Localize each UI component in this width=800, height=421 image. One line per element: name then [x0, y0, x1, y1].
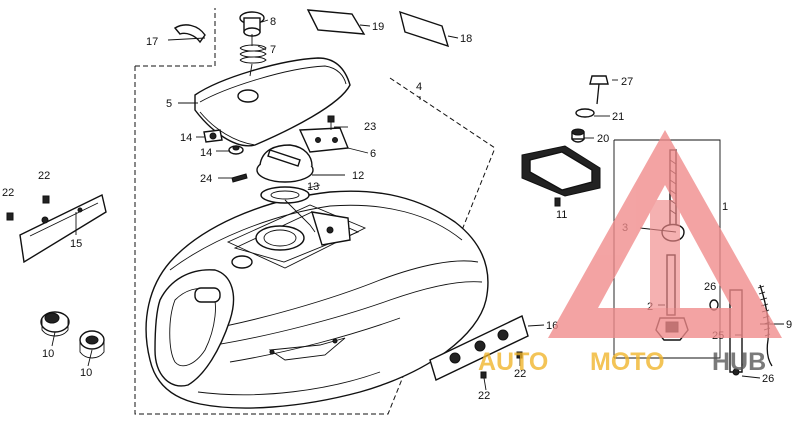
- callout-7: 7: [270, 44, 276, 56]
- callout-24: 24: [200, 173, 212, 185]
- fuel-tank: [145, 190, 489, 409]
- cushion-bracket: [521, 145, 601, 207]
- callout-4: 4: [416, 81, 422, 93]
- bolt-23: [327, 115, 335, 130]
- callout-26-b: 26: [762, 373, 774, 385]
- watermark-auto: AUTO: [478, 348, 548, 376]
- watermark: AUTO MOTO HUB: [478, 130, 782, 376]
- callout-9: 9: [786, 319, 792, 331]
- grommets: [203, 129, 244, 155]
- watermark-triangle-logo: [548, 130, 782, 338]
- callout-10-b: 10: [80, 367, 92, 379]
- callout-14-b: 14: [200, 147, 212, 159]
- side-panel: [6, 193, 107, 264]
- collar-20: [571, 128, 585, 143]
- rubber-mount-1: [40, 311, 70, 337]
- callout-22-c: 22: [514, 368, 526, 380]
- callout-20: 20: [597, 133, 609, 145]
- callout-13: 13: [307, 181, 319, 193]
- pin-24: [231, 173, 248, 183]
- callout-27: 27: [621, 76, 633, 88]
- callout-23: 23: [364, 121, 376, 133]
- rubber-mount-2: [79, 330, 105, 359]
- callout-6: 6: [370, 148, 376, 160]
- bolt-27: [589, 75, 609, 105]
- callout-5: 5: [166, 98, 172, 110]
- callout-1: 1: [722, 201, 728, 213]
- bracket: [298, 127, 349, 153]
- filler-cap: [256, 144, 316, 233]
- callout-22-a: 22: [2, 187, 14, 199]
- seat-pad: [194, 57, 351, 147]
- watermark-moto: MOTO: [590, 348, 665, 376]
- callout-26-a: 26: [704, 281, 716, 293]
- callout-10-a: 10: [42, 348, 54, 360]
- pad-18: [399, 10, 450, 48]
- pad-19: [306, 9, 366, 35]
- callout-8: 8: [270, 16, 276, 28]
- callout-17: 17: [146, 36, 158, 48]
- clip: [173, 24, 206, 44]
- callout-12: 12: [352, 170, 364, 182]
- callout-22-b: 22: [38, 170, 50, 182]
- cap-and-spring: [239, 11, 267, 77]
- emblem: [429, 315, 529, 381]
- callout-18: 18: [460, 33, 472, 45]
- callout-15: 15: [70, 238, 82, 250]
- callout-21: 21: [612, 111, 624, 123]
- callout-19: 19: [372, 21, 384, 33]
- callout-14-a: 14: [180, 132, 192, 144]
- callout-11: 11: [556, 209, 567, 221]
- callout-22-d: 22: [478, 390, 490, 402]
- watermark-hub: HUB: [712, 348, 766, 376]
- washer-21: [575, 108, 595, 118]
